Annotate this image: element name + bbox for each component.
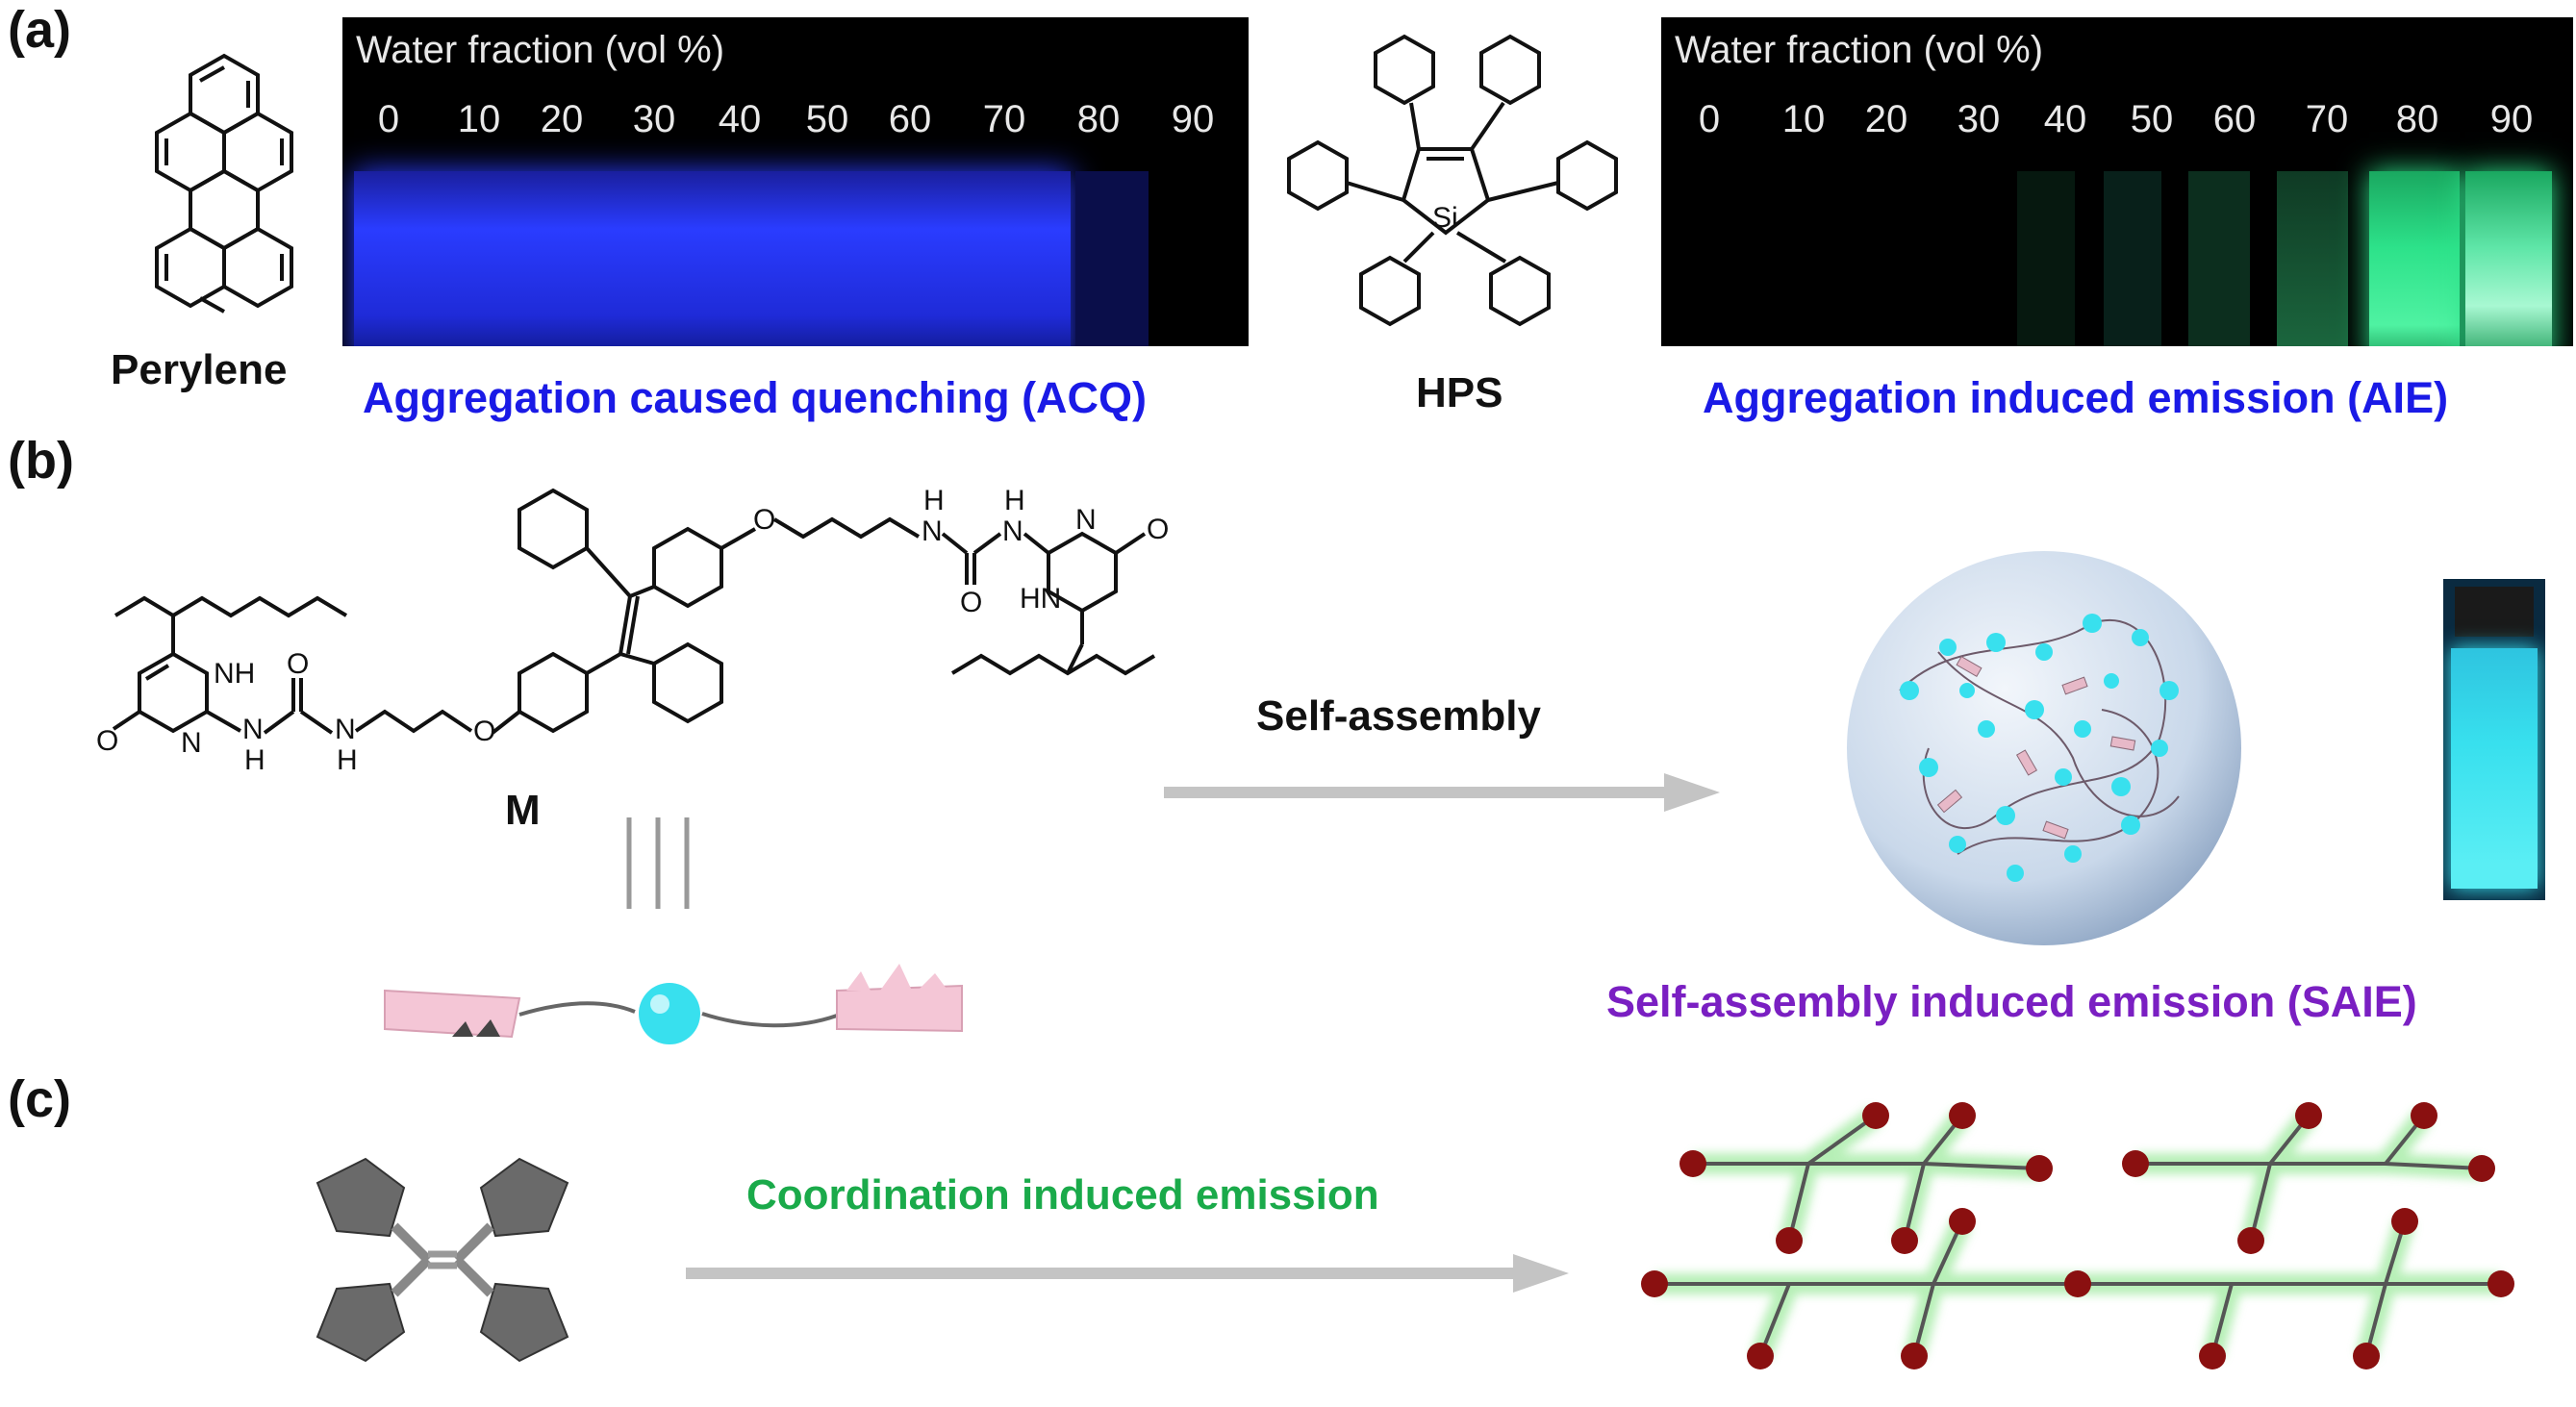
acq-tick: 0 — [377, 98, 400, 140]
coordination-label: Coordination induced emission — [746, 1171, 1379, 1219]
aie-vial — [2188, 171, 2250, 346]
atom-label: H — [923, 485, 945, 516]
acq-tick: 50 — [805, 98, 849, 140]
atom-label: O — [1147, 514, 1169, 545]
aie-tick: 0 — [1698, 98, 1721, 140]
acq-tick: 70 — [982, 98, 1026, 140]
coordination-arrow — [686, 1254, 1569, 1293]
aie-vial — [2017, 171, 2075, 346]
molecule-m-label: M — [505, 787, 541, 834]
acq-caption: Aggregation caused quenching (ACQ) — [363, 373, 1148, 422]
aie-tick: 90 — [2489, 98, 2534, 140]
saie-cuvette-photo — [2443, 579, 2545, 900]
monomer-cartoon — [384, 964, 963, 1044]
atom-label: N — [1075, 504, 1097, 536]
panel-label-b: (b) — [8, 432, 74, 490]
acq-tick: 30 — [632, 98, 676, 140]
atom-label: NH — [214, 658, 255, 690]
aie-tick: 60 — [2212, 98, 2257, 140]
aie-tick: 20 — [1864, 98, 1908, 140]
atom-label: O — [753, 504, 775, 536]
saie-sphere — [1847, 551, 2241, 945]
atom-label: N — [242, 714, 264, 745]
aie-photo-title: Water fraction (vol %) — [1675, 29, 2044, 71]
atom-label: O — [96, 725, 118, 757]
acq-tick: 20 — [540, 98, 584, 140]
aie-tick: 40 — [2043, 98, 2087, 140]
acq-tick: 80 — [1076, 98, 1121, 140]
atom-label: N — [335, 714, 356, 745]
aie-tick: 50 — [2130, 98, 2174, 140]
aie-vial-bright — [2465, 171, 2552, 346]
aie-vial — [2104, 171, 2161, 346]
aie-tick: 80 — [2395, 98, 2439, 140]
acq-tick: 10 — [457, 98, 501, 140]
hps-structure: Si — [1287, 34, 1618, 327]
saie-caption: Self-assembly induced emission (SAIE) — [1606, 977, 2417, 1026]
aie-tick: 70 — [2305, 98, 2349, 140]
panel-label-a: (a) — [8, 1, 71, 59]
atom-label: N — [922, 515, 943, 547]
atom-label: N — [181, 727, 202, 759]
aie-tick: 10 — [1781, 98, 1826, 140]
aie-vial — [2277, 171, 2348, 346]
self-assembly-arrow — [1164, 773, 1720, 812]
aie-caption: Aggregation induced emission (AIE) — [1703, 373, 2449, 422]
atom-label: H — [337, 744, 358, 776]
hps-label: HPS — [1416, 369, 1503, 416]
aie-tick-row: 0 10 20 30 40 50 60 70 80 90 — [1661, 98, 2573, 146]
atom-label: H — [1004, 485, 1025, 516]
acq-glow-band — [354, 171, 1071, 346]
atom-label: N — [1002, 515, 1023, 547]
cuvette-cap — [2455, 587, 2534, 637]
atom-label: O — [960, 587, 982, 618]
acq-photo: Water fraction (vol %) 0 10 20 30 40 50 … — [342, 17, 1249, 346]
perylene-structure — [155, 53, 293, 314]
equivalence-symbol — [626, 817, 690, 909]
atom-label: O — [287, 648, 309, 680]
mof-network — [1641, 1102, 2514, 1369]
molecule-m-structure: NH N O N H O N H O O N H O N H N O HN — [96, 485, 1169, 776]
cuvette-solution — [2451, 648, 2538, 889]
acq-photo-title: Water fraction (vol %) — [356, 29, 725, 71]
acq-tick: 60 — [888, 98, 932, 140]
acq-tick: 40 — [718, 98, 762, 140]
tpe-3d-model — [316, 1157, 569, 1363]
aie-tick: 30 — [1957, 98, 2001, 140]
panel-label-c: (c) — [8, 1070, 71, 1128]
atom-label: HN — [1020, 583, 1061, 615]
perylene-label: Perylene — [111, 346, 288, 393]
aie-photo: Water fraction (vol %) 0 10 20 30 40 50 … — [1661, 17, 2573, 346]
self-assembly-label: Self-assembly — [1256, 692, 1541, 740]
aie-vial-bright — [2369, 171, 2460, 346]
acq-tick-row: 0 10 20 30 40 50 60 70 80 90 — [342, 98, 1249, 146]
acq-dim-vial — [1075, 171, 1149, 346]
acq-tick: 90 — [1171, 98, 1215, 140]
atom-label: O — [473, 716, 495, 747]
hps-si-atom: Si — [1432, 202, 1458, 234]
atom-label: H — [244, 744, 265, 776]
